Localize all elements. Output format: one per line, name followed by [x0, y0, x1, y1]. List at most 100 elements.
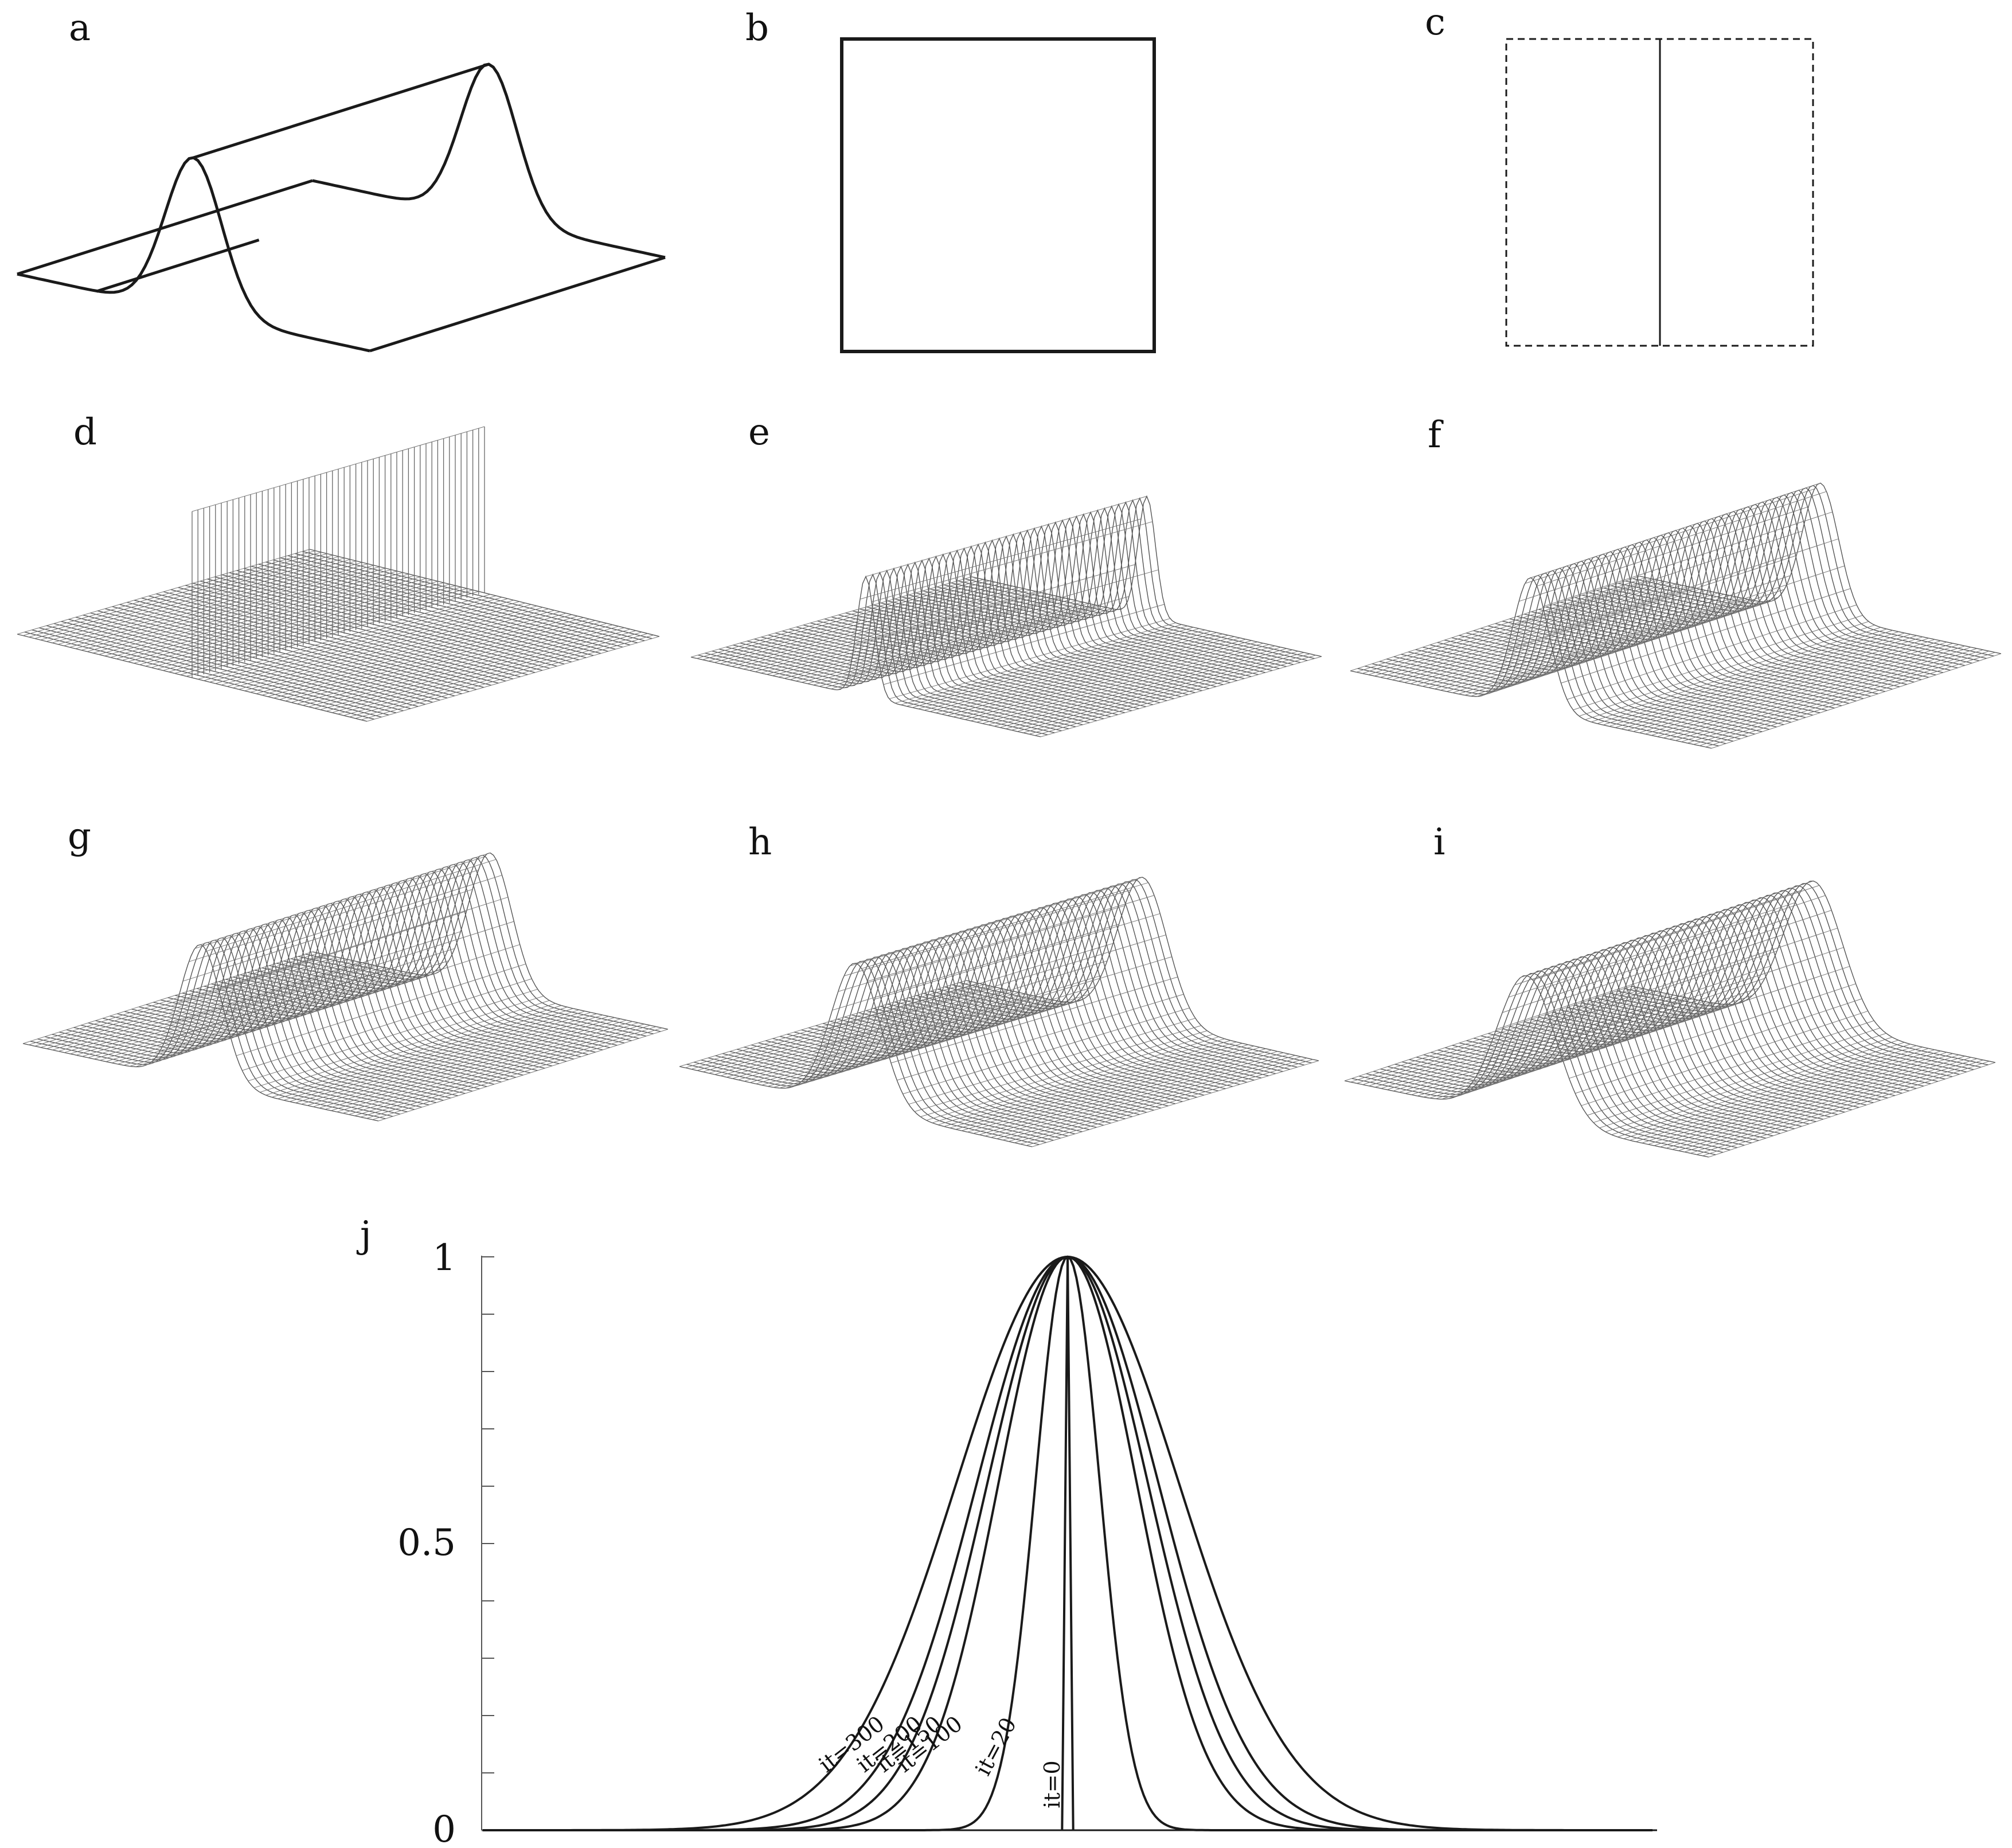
ridge-floor-line: [96, 239, 260, 293]
mesh-long-line: [749, 589, 1030, 671]
mesh-long-line: [1428, 592, 1718, 688]
mesh-long-line: [894, 622, 1176, 704]
mesh-cross-line: [127, 601, 477, 690]
mesh-long-line: [271, 1005, 562, 1098]
mesh-long-line: [1687, 648, 1978, 744]
panel-d-surface-mesh: [17, 426, 660, 722]
mesh-long-line: [1657, 642, 1947, 737]
y-tick-marks: [482, 1256, 494, 1831]
mesh-long-line: [1434, 594, 1725, 689]
mesh-long-line: [242, 978, 532, 1071]
mesh-long-line: [1489, 597, 1779, 693]
mesh-long-line: [1020, 1057, 1307, 1144]
mesh-long-line: [976, 642, 1258, 722]
mesh-cross-line: [258, 564, 608, 652]
mesh-long-line: [947, 635, 1229, 716]
mesh-long-line: [123, 973, 413, 1066]
mesh-long-line: [343, 630, 636, 716]
mesh-long-line: [1014, 1056, 1302, 1143]
mesh-long-line: [1344, 986, 1632, 1081]
mesh-long-line: [955, 1043, 1243, 1130]
curve-it=0: [1061, 1256, 1075, 1831]
mesh-long-line: [720, 989, 1007, 1076]
mesh-long-line: [1663, 643, 1954, 739]
ridge-edge-line: [17, 179, 313, 276]
mesh-long-line: [1573, 615, 1863, 710]
panel-label-g: g: [68, 815, 91, 858]
mesh-long-line: [1502, 917, 1790, 1013]
mesh-long-line: [1642, 1048, 1929, 1143]
mesh-long-line: [1711, 653, 2002, 749]
mesh-long-line: [760, 592, 1042, 674]
mesh-long-line: [200, 853, 491, 945]
mesh-long-line: [1630, 1045, 1917, 1141]
mesh-long-line: [1537, 491, 1827, 587]
mesh-long-line: [265, 1003, 556, 1096]
mesh-long-line: [1008, 1055, 1296, 1142]
mesh-long-line: [100, 968, 390, 1061]
panel-f-surface-mesh: [1350, 482, 2002, 749]
panel-b-square-domain: [840, 37, 1156, 353]
mesh-long-line: [1404, 587, 1694, 683]
mesh-long-line: [767, 593, 1048, 675]
mesh-long-line: [135, 975, 425, 1067]
mesh-long-line: [1621, 634, 1911, 729]
mesh-long-line: [1681, 647, 1971, 743]
mesh-cross-line: [236, 570, 587, 658]
mesh-long-line: [690, 576, 972, 658]
curve-label-it=0: it=0: [1040, 1760, 1065, 1808]
mesh-long-line: [970, 640, 1252, 721]
curve-it=300: [483, 1255, 1652, 1831]
mesh-cross-line: [244, 568, 594, 656]
mesh-long-line: [1666, 1053, 1954, 1148]
mesh-long-line: [1368, 580, 1658, 675]
mesh-long-line: [177, 911, 467, 1003]
ridge-front-profile: [17, 156, 370, 353]
mesh-long-line: [189, 869, 479, 962]
mesh-long-line: [959, 638, 1240, 719]
mesh-long-line: [709, 987, 996, 1074]
mesh-long-line: [1357, 988, 1644, 1084]
mesh-long-line: [260, 1000, 550, 1093]
mesh-long-line: [1597, 628, 1887, 724]
mesh-long-line: [296, 619, 590, 705]
mesh-long-line: [1496, 934, 1783, 1030]
mesh-long-line: [1452, 597, 1743, 693]
mesh-long-line: [1482, 600, 1773, 696]
mesh-long-line: [790, 599, 1071, 680]
panel-label-b: b: [745, 7, 769, 49]
mesh-long-line: [1513, 530, 1803, 626]
mesh-long-line: [248, 989, 538, 1081]
mesh-long-line: [1356, 577, 1646, 673]
mesh-cross-line: [53, 623, 404, 712]
mesh-long-line: [1569, 983, 1856, 1079]
mesh-long-line: [194, 856, 485, 949]
mesh-long-line: [1011, 649, 1293, 730]
mesh-long-line: [890, 976, 1178, 1064]
mesh-long-line: [253, 995, 544, 1088]
mesh-long-line: [999, 647, 1281, 728]
mesh-long-line: [1530, 483, 1821, 578]
mesh-cross-line: [39, 627, 389, 716]
mesh-long-line: [773, 1001, 1061, 1088]
mesh-long-line: [182, 889, 473, 982]
mesh-long-line: [791, 1001, 1078, 1088]
mesh-long-line: [1374, 992, 1662, 1088]
mesh-long-line: [1660, 1052, 1947, 1147]
mesh-long-line: [88, 966, 378, 1058]
mesh-long-line: [850, 880, 1137, 967]
mesh-long-line: [732, 585, 1013, 667]
mesh-long-line: [1380, 582, 1670, 678]
mesh-long-line: [1591, 627, 1881, 722]
mesh-cross-line: [287, 555, 638, 643]
mesh-long-line: [40, 554, 333, 640]
mesh-long-line: [206, 859, 497, 952]
mesh-long-line: [118, 972, 408, 1065]
mesh-long-line: [1518, 506, 1809, 602]
mesh-long-line: [897, 994, 1184, 1081]
mesh-cross-line: [32, 629, 382, 718]
mesh-long-line: [1696, 1060, 1983, 1155]
mesh-long-line: [1405, 998, 1692, 1094]
mesh-long-line: [726, 991, 1014, 1078]
